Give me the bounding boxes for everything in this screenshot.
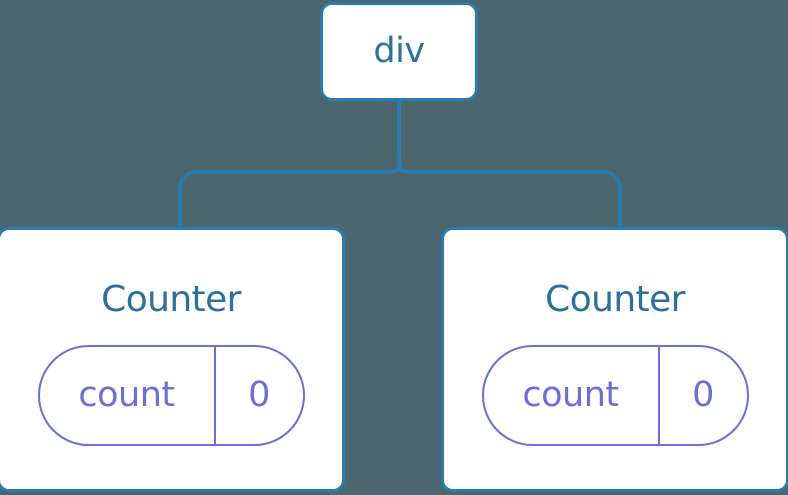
node-counter-right[interactable]: Counter count 0 — [441, 227, 788, 492]
state-pill-right[interactable]: count 0 — [481, 345, 749, 446]
node-div-label: div — [373, 31, 425, 71]
state-value-left: 0 — [248, 375, 270, 415]
node-counter-left-label: Counter — [101, 279, 241, 320]
node-counter-left[interactable]: Counter count 0 — [0, 227, 345, 492]
connector-to-right-child — [397, 155, 622, 228]
state-key-left: count — [40, 347, 216, 444]
connector-to-left-child — [178, 155, 401, 228]
state-key-right: count — [484, 347, 660, 444]
node-div[interactable]: div — [320, 2, 478, 101]
node-counter-right-label: Counter — [545, 279, 685, 320]
state-value-right: 0 — [692, 375, 714, 415]
state-pill-left[interactable]: count 0 — [37, 345, 305, 446]
